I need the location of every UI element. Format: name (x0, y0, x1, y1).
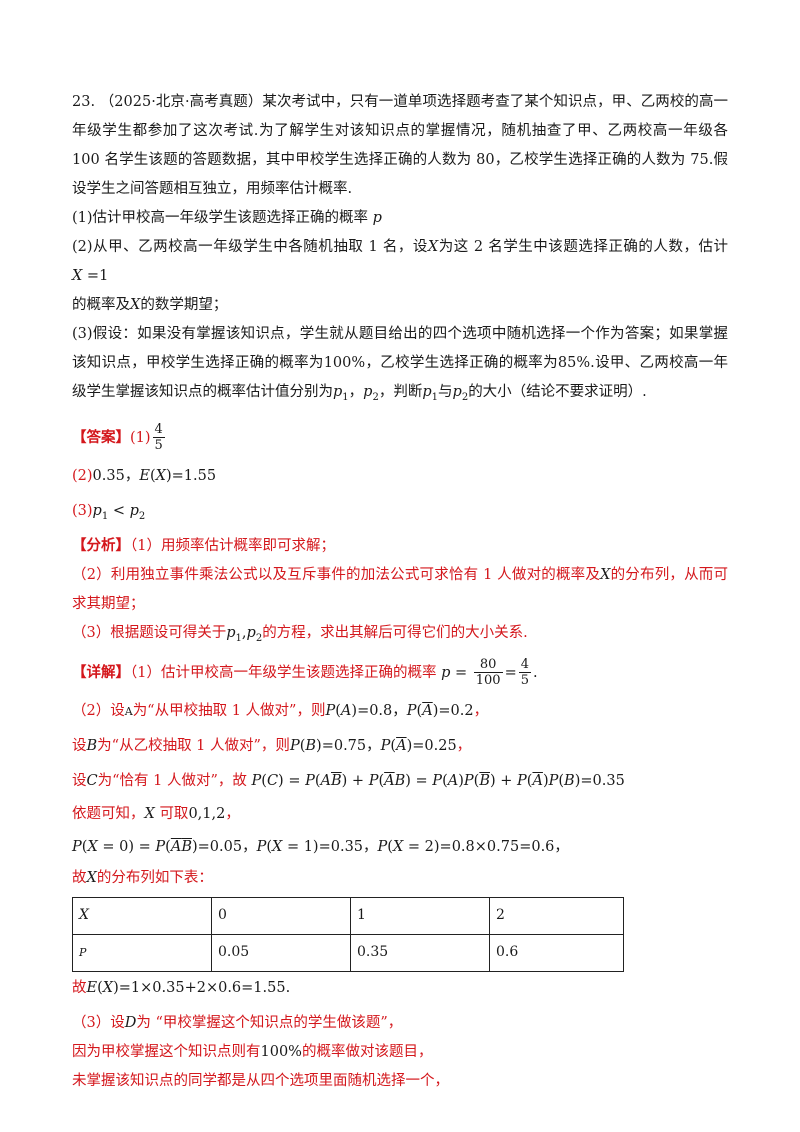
detail-line-4: 设C为“恰有 1 人做对”，故 P(C) = P(AB) + P(AB) = P… (72, 772, 625, 789)
table-cell: 0.35 (350, 933, 490, 972)
detail-line-8: 故E(X)=1×0.35+2×0.6=1.55. (72, 979, 291, 996)
table-cell: 0 (211, 896, 351, 935)
detail-label: 【详解】 (72, 663, 130, 681)
detail-line-10: 因为甲校掌握这个知识点则有100%的概率做对该题目， (72, 1043, 433, 1060)
distribution-table: X 0 1 2 P 0.05 0.35 0.6 (72, 896, 624, 972)
detail-line-5: 依题可知，X 可取0,1,2， (72, 805, 240, 822)
question-part-2: (2)从甲、乙两校高一年级学生中各随机抽取 1 名，设X为这 2 名学生中该题选… (72, 239, 728, 313)
answer-line-2: (2)0.35，E(X)=1.55 (72, 467, 217, 484)
analysis-line-3: （3）根据题设可得关于p1,p2的方程，求出其解后可得它们的大小关系. (72, 624, 528, 644)
table-cell: 0.6 (489, 933, 624, 972)
table-cell: P (72, 933, 212, 972)
question-part-3: (3)假设：如果没有掌握该知识点，学生就从题目给出的四个选项中随机选择一个作为答… (72, 326, 729, 403)
question-part-1: (1)估计甲校高一年级学生该题选择正确的概率 p (72, 210, 382, 226)
detail-line-7: 故X的分布列如下表： (72, 869, 213, 886)
table-cell: 1 (350, 896, 490, 935)
detail-line-6: P(X = 0) = P(AB)=0.05，P(X = 1)=0.35，P(X … (72, 838, 569, 855)
answer-line-3: (3)p1 < p2 (72, 502, 146, 522)
analysis-label: 【分析】 (72, 536, 130, 554)
detail-line-3: 设B为“从乙校抽取 1 人做对”，则P(B)=0.75，P(A)=0.25， (72, 737, 472, 754)
question-text: 某次考试中，只有一道单项选择题考查了某个知识点，甲、乙两校的高一年级学生都参加了… (72, 94, 729, 197)
detail-line-11: 未掌握该知识点的同学都是从四个选项里面随机选择一个， (72, 1072, 449, 1089)
document-page: 23. （2025·北京·高考真题）某次考试中，只有一道单项选择题考查了某个知识… (72, 88, 728, 1096)
table-row: X 0 1 2 (72, 896, 624, 935)
table-row: P 0.05 0.35 0.6 (72, 933, 624, 972)
answer-label: 【答案】 (72, 428, 130, 446)
detail-line-9: （3）设D为 “甲校掌握这个知识点的学生做该题”， (72, 1014, 403, 1031)
question-intro: 23. （2025·北京·高考真题）某次考试中，只有一道单项选择题考查了某个知识… (72, 88, 728, 204)
table-cell: X (72, 896, 212, 935)
question-number: 23. (72, 94, 96, 110)
detail-line-2: （2）设A为“从甲校抽取 1 人做对”，则P(A)=0.8，P(A)=0.2， (72, 702, 489, 719)
table-cell: 2 (489, 896, 624, 935)
question-source: （2025·北京·高考真题） (99, 94, 263, 110)
table-cell: 0.05 (211, 933, 351, 972)
analysis-line-1: 【分析】（1）用频率估计概率即可求解； (72, 536, 335, 554)
analysis-line-2: （2）利用独立事件乘法公式以及互斥事件的加法公式可求恰有 1 人做对的概率及X的… (72, 566, 729, 612)
